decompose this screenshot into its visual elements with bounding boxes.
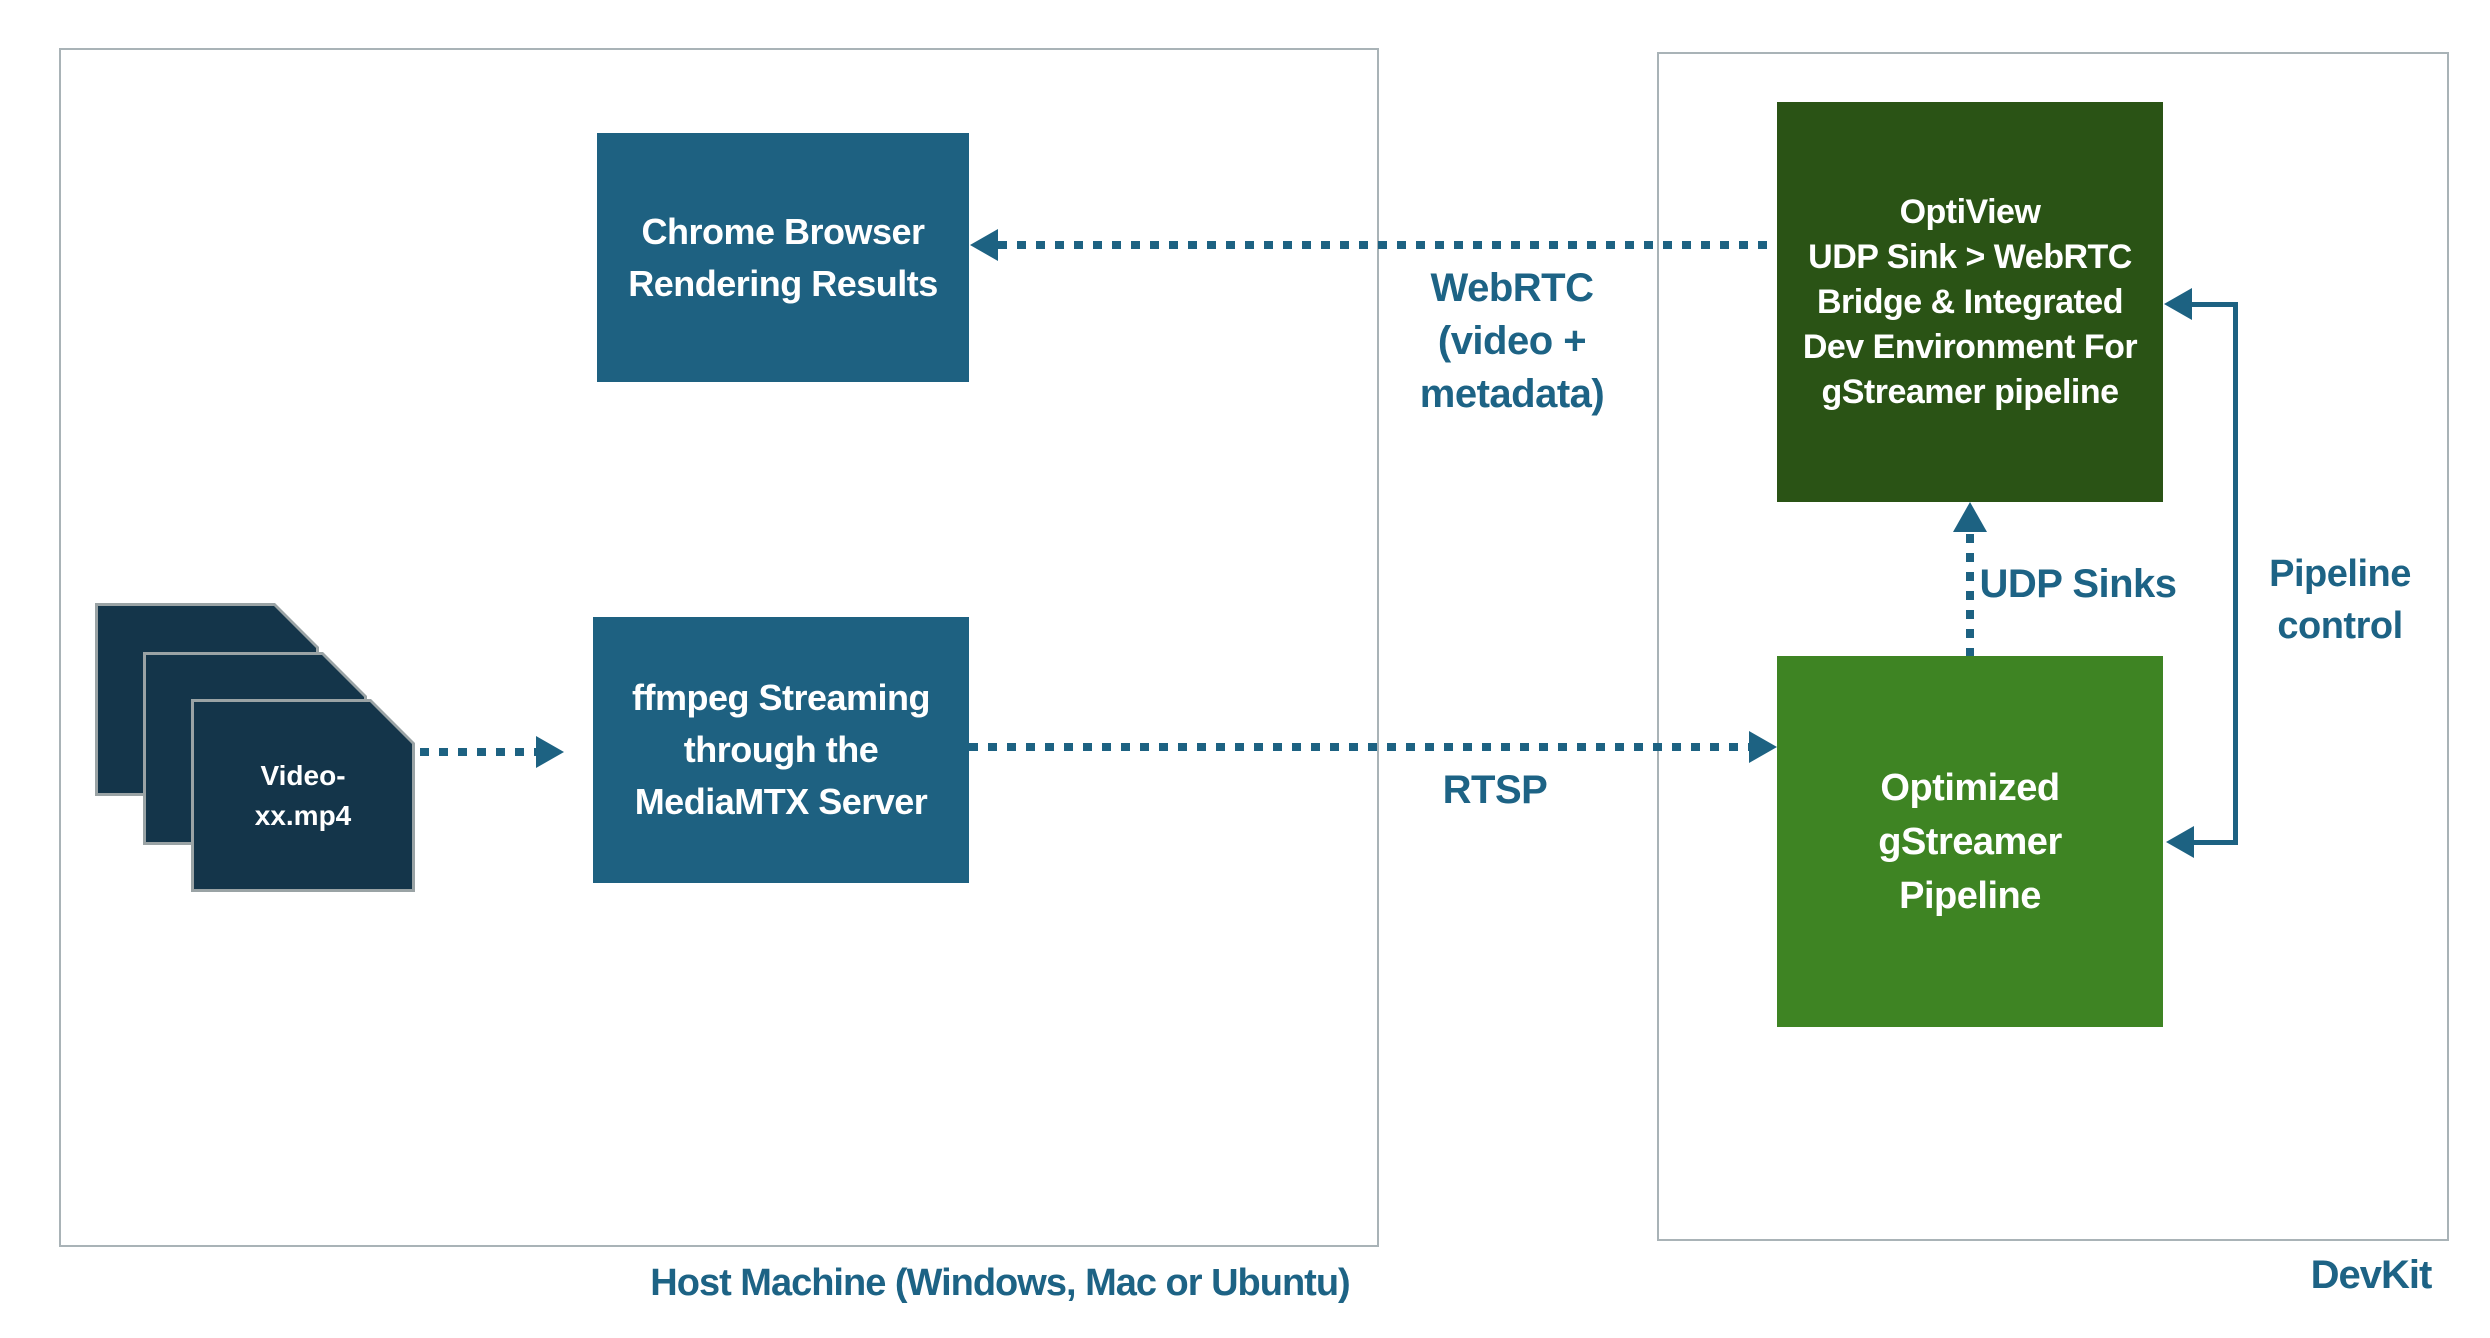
pipeline-control-top-arrowhead-icon: [2164, 288, 2192, 320]
pipeline-control-top-line: [2190, 302, 2238, 307]
pipeline-box-line3: Pipeline: [1899, 874, 2041, 917]
webrtc-dotted-line: [998, 241, 1777, 249]
rtsp-edge-label: RTSP: [1442, 768, 1548, 812]
pipeline-control-vertical-line: [2233, 302, 2238, 845]
pipeline-box-line1: Optimized: [1880, 766, 2060, 809]
video-file-name-line1: Video-: [260, 759, 346, 791]
optiview-box-line3: Bridge & Integrated: [1817, 282, 2123, 321]
webrtc-arrowhead-icon: [970, 229, 998, 261]
pipeline-control-label-line1: Pipeline: [2269, 553, 2411, 595]
pipeline-control-label-line2: control: [2277, 605, 2403, 647]
ffmpeg-box-line1: ffmpeg Streaming: [631, 677, 931, 718]
optiview-box-line5: gStreamer pipeline: [1821, 372, 2119, 411]
pipeline-control-bottom-line: [2194, 840, 2238, 845]
video-file-icon-front: Video- xx.mp4: [191, 699, 415, 892]
optimized-gstreamer-pipeline-box: Optimized gStreamer Pipeline: [1777, 656, 2163, 1027]
ffmpeg-box-line3: MediaMTX Server: [634, 781, 928, 822]
udp-sinks-dotted-line: [1966, 534, 1974, 656]
optiview-box-line1: OptiView: [1899, 192, 2041, 231]
pipeline-box-line2: gStreamer: [1878, 820, 2062, 863]
optiview-box-line2: UDP Sink > WebRTC: [1808, 237, 2132, 276]
rtsp-arrowhead-icon: [1749, 731, 1777, 763]
ffmpeg-box-line2: through the: [683, 729, 879, 770]
webrtc-label-line2: (video +: [1437, 319, 1587, 363]
chrome-box-line1: Chrome Browser: [641, 210, 925, 252]
video-to-ffmpeg-arrowhead-icon: [536, 736, 564, 768]
webrtc-label-line3: metadata): [1419, 372, 1605, 416]
devkit-label: DevKit: [2310, 1253, 2433, 1297]
webrtc-edge-label: WebRTC (video + metadata): [1419, 262, 1605, 421]
chrome-box-line2: Rendering Results: [628, 262, 938, 304]
video-file-name: Video- xx.mp4: [194, 702, 412, 889]
ffmpeg-mediamtx-box: ffmpeg Streaming through the MediaMTX Se…: [593, 617, 969, 883]
pipeline-control-edge-label: Pipeline control: [2269, 548, 2411, 652]
udp-sinks-edge-label: UDP Sinks: [1979, 562, 2177, 606]
chrome-browser-box: Chrome Browser Rendering Results: [597, 133, 969, 382]
video-to-ffmpeg-dotted-line: [420, 748, 536, 756]
host-machine-label: Host Machine (Windows, Mac or Ubuntu): [650, 1262, 1350, 1304]
pipeline-control-bottom-arrowhead-icon: [2166, 826, 2194, 858]
webrtc-label-line1: WebRTC: [1430, 266, 1594, 310]
rtsp-dotted-line: [969, 743, 1749, 751]
optiview-box: OptiView UDP Sink > WebRTC Bridge & Inte…: [1777, 102, 2163, 502]
optiview-box-line4: Dev Environment For: [1802, 327, 2138, 366]
udp-sinks-arrowhead-icon: [1953, 502, 1987, 532]
video-file-name-line2: xx.mp4: [254, 799, 352, 831]
